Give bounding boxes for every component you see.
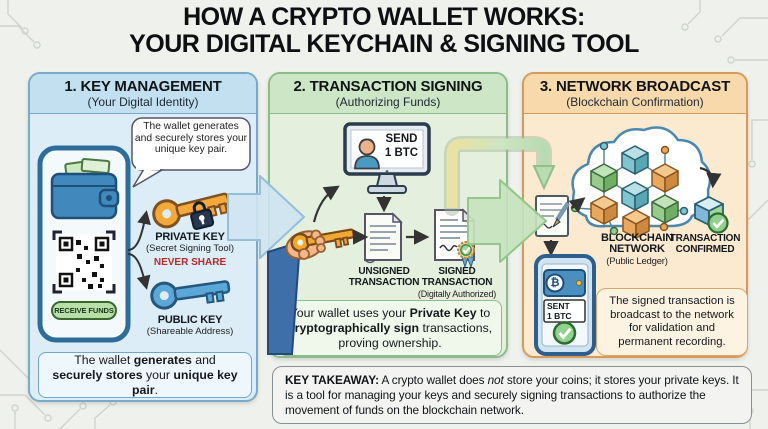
qr-code-icon [52,230,116,294]
key-takeaway-box: KEY TAKEAWAY: A crypto wallet does not s… [272,366,752,424]
receive-funds-button-shape [51,301,117,320]
panel2-footer-note: Your wallet uses your Private Key to cry… [278,300,502,356]
to-confirmed-arrow [699,166,722,189]
unsigned-document-icon [364,212,403,264]
speech-bubble [131,117,251,188]
public-key-label: PUBLIC KEY (Shareable Address) [138,314,242,338]
public-key-title: PUBLIC KEY [157,314,223,326]
panel1-title: 1. KEY MANAGEMENT [64,78,222,95]
panel3-illustration [534,126,729,356]
panel3-header: 3. NETWORK BROADCAST (Blockchain Confirm… [524,74,746,114]
panel2-illustration [343,122,476,269]
panel2-title: 2. TRANSACTION SIGNING [293,78,483,95]
signing-note-icon [535,195,570,237]
private-key-title: PRIVATE KEY [155,231,225,243]
panel1-header: 1. KEY MANAGEMENT (Your Digital Identity… [30,74,256,114]
panel1-footer-note: The wallet generates and securely stores… [38,352,252,398]
page-title: HOW A CRYPTO WALLET WORKS: YOUR DIGITAL … [0,4,768,58]
network-cubes [590,145,679,239]
panel1-illustration [37,117,251,343]
panel-transaction-signing: 2. TRANSACTION SIGNING (Authorizing Fund… [268,72,508,358]
broadcast-arrows [543,197,586,257]
panel3-subtitle: (Blockchain Confirmation) [566,95,704,109]
confirmed-block-icon [694,196,729,234]
network-nodes [570,141,689,236]
gold-key-lock-icon [152,192,230,230]
public-key-subtitle: (Shareable Address) [146,326,234,338]
signed-document-icon [434,208,476,269]
panel-key-management: 1. KEY MANAGEMENT (Your Digital Identity… [28,72,258,402]
title-line-1: HOW A CRYPTO WALLET WORKS: [183,3,585,31]
panel-network-broadcast: 3. NETWORK BROADCAST (Blockchain Confirm… [522,72,748,358]
panel3-title: 3. NETWORK BROADCAST [539,78,731,95]
panel2-subtitle: (Authorizing Funds) [335,95,441,109]
private-key-subtitle: (Secret Signing Tool) [145,243,234,255]
panel3-footer-note: The signed transaction is broadcast to t… [596,288,748,356]
title-line-2: YOUR DIGITAL KEYCHAIN & SIGNING TOOL [129,30,639,58]
panel2-header: 2. TRANSACTION SIGNING (Authorizing Fund… [270,74,506,114]
flow-arrows [376,196,430,245]
private-key-label: PRIVATE KEY (Secret Signing Tool) NEVER … [138,231,242,268]
receive-funds-button: RECEIVE FUNDS [54,306,114,315]
panel1-subtitle: (Your Digital Identity) [87,95,199,109]
btc-phone-icon [534,254,596,356]
never-share-warning: NEVER SHARE [153,256,227,268]
wallet-bubble-text: The wallet generates and securely stores… [134,121,248,156]
btc-symbol: ₿ [550,276,560,289]
blue-key-icon [150,280,231,310]
user-avatar-icon [354,138,380,170]
wallet-icon [50,157,120,220]
key-pair-connector-arrows [127,210,151,290]
